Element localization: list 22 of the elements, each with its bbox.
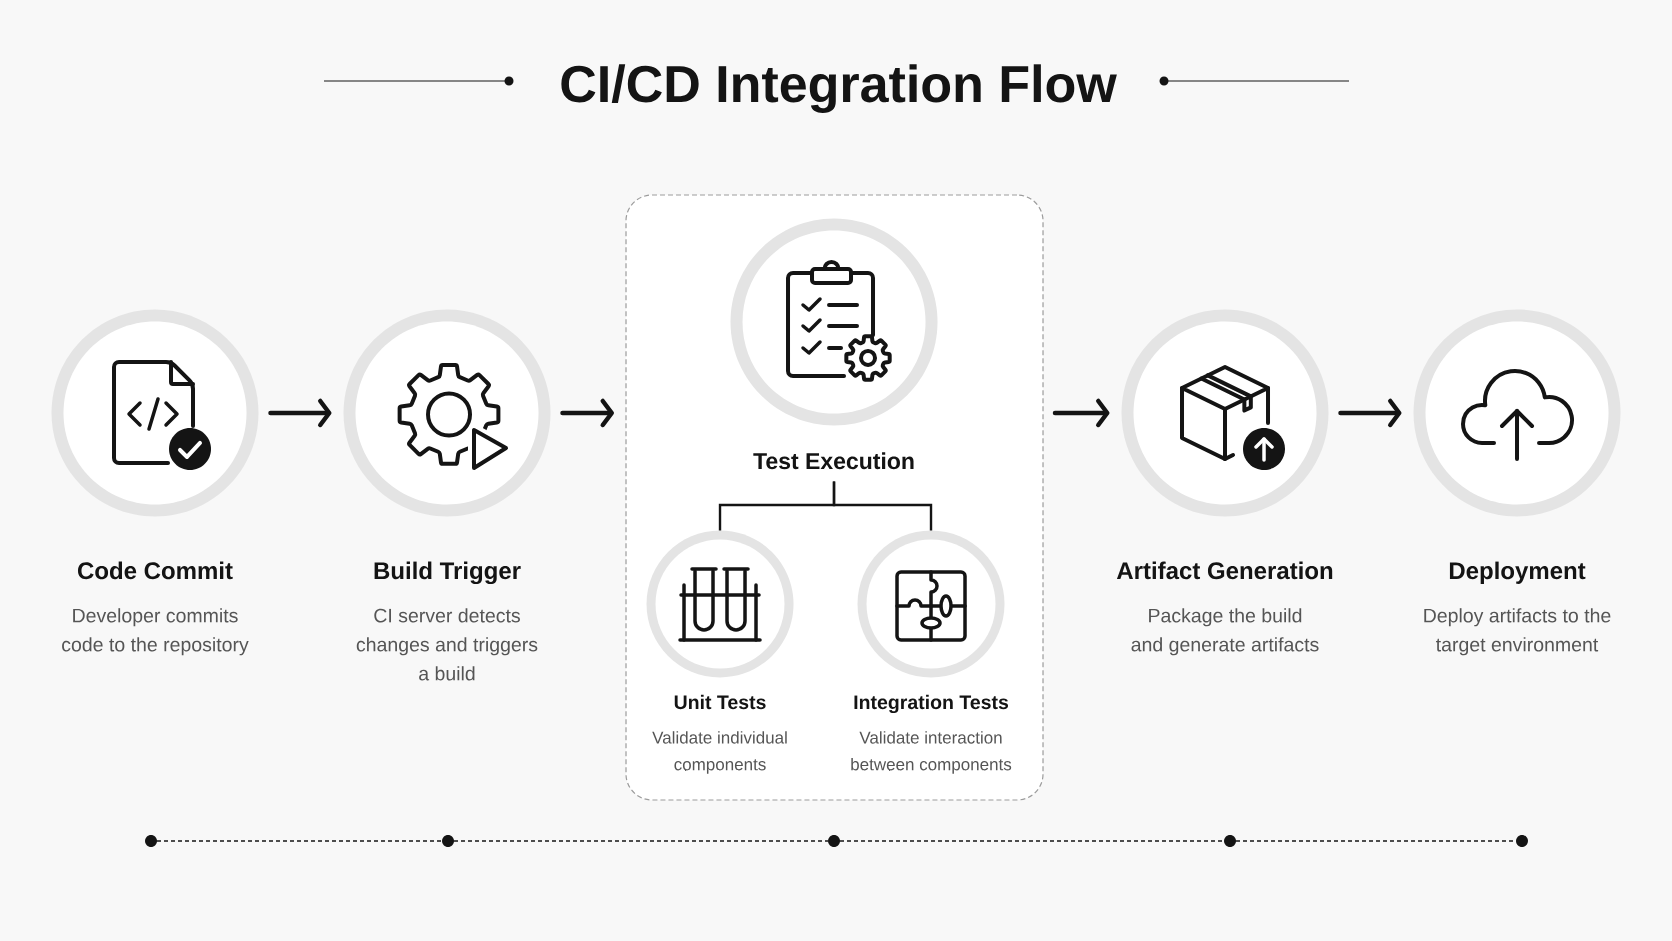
- step-title: Test Execution: [753, 452, 914, 470]
- dashed-line: [156, 840, 443, 842]
- arrow: [268, 398, 332, 428]
- step-title: Artifact Generation: [1116, 561, 1333, 580]
- dashed-line: [839, 840, 1225, 842]
- step-description: Package the build and generate artifacts: [1131, 608, 1319, 656]
- arrow: [1052, 398, 1110, 428]
- step-title: Code Commit: [78, 561, 233, 580]
- step-title: Deployment: [1449, 561, 1586, 584]
- step-title: Integration Tests: [854, 694, 1009, 714]
- arrow: [560, 398, 614, 428]
- title: CI/CD Integration Flow: [561, 64, 1117, 113]
- step-description: Validate interaction between components: [851, 731, 1012, 774]
- arrow: [1338, 398, 1402, 428]
- step-title: Build Trigger: [374, 561, 521, 585]
- dashed-line: [453, 840, 829, 842]
- step-title: Unit Tests: [674, 694, 766, 710]
- step-description: Validate individual components: [652, 731, 787, 774]
- step-description: CI server detects changes and triggers a build: [356, 608, 538, 681]
- connector-line: [832, 481, 933, 531]
- step-description: Developer commits code to the repository: [62, 608, 249, 656]
- step-description: Deploy artifacts to the target environment: [1424, 608, 1611, 656]
